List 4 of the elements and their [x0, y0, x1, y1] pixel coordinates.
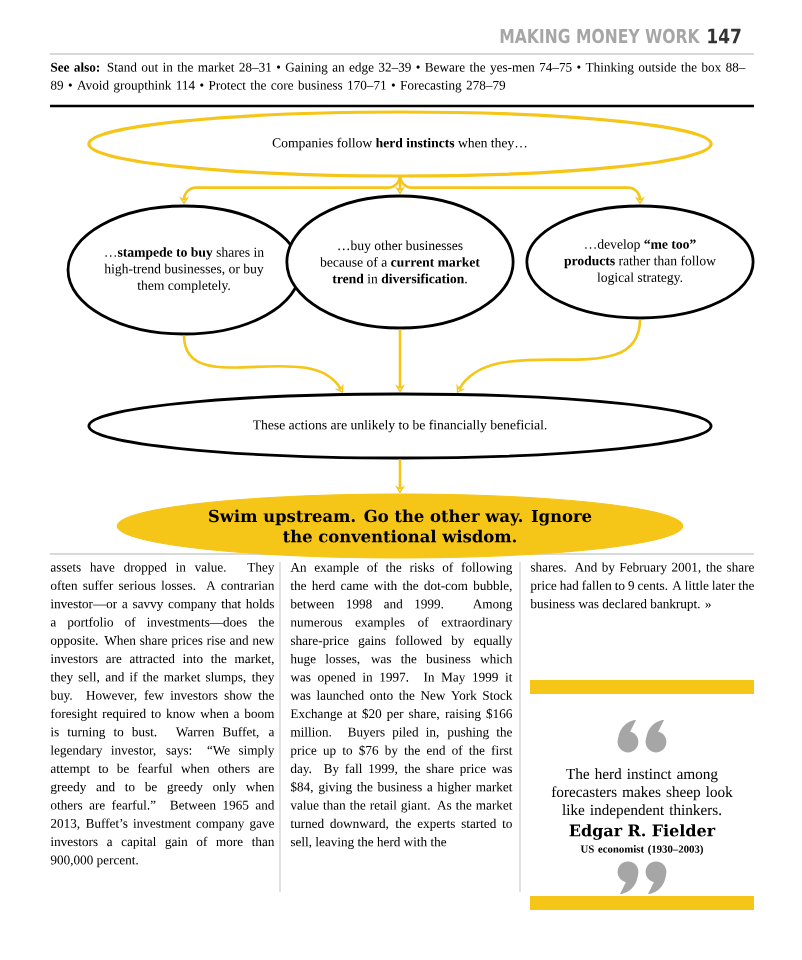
running-header: MAKING MONEY WORK: [500, 28, 701, 44]
quote-author: Edgar R. Fielder: [569, 824, 716, 840]
page-number: 147: [708, 28, 741, 44]
oval-box: Swim upstream. Go the other way. Ignore the conventional wisdom.: [116, 493, 684, 559]
